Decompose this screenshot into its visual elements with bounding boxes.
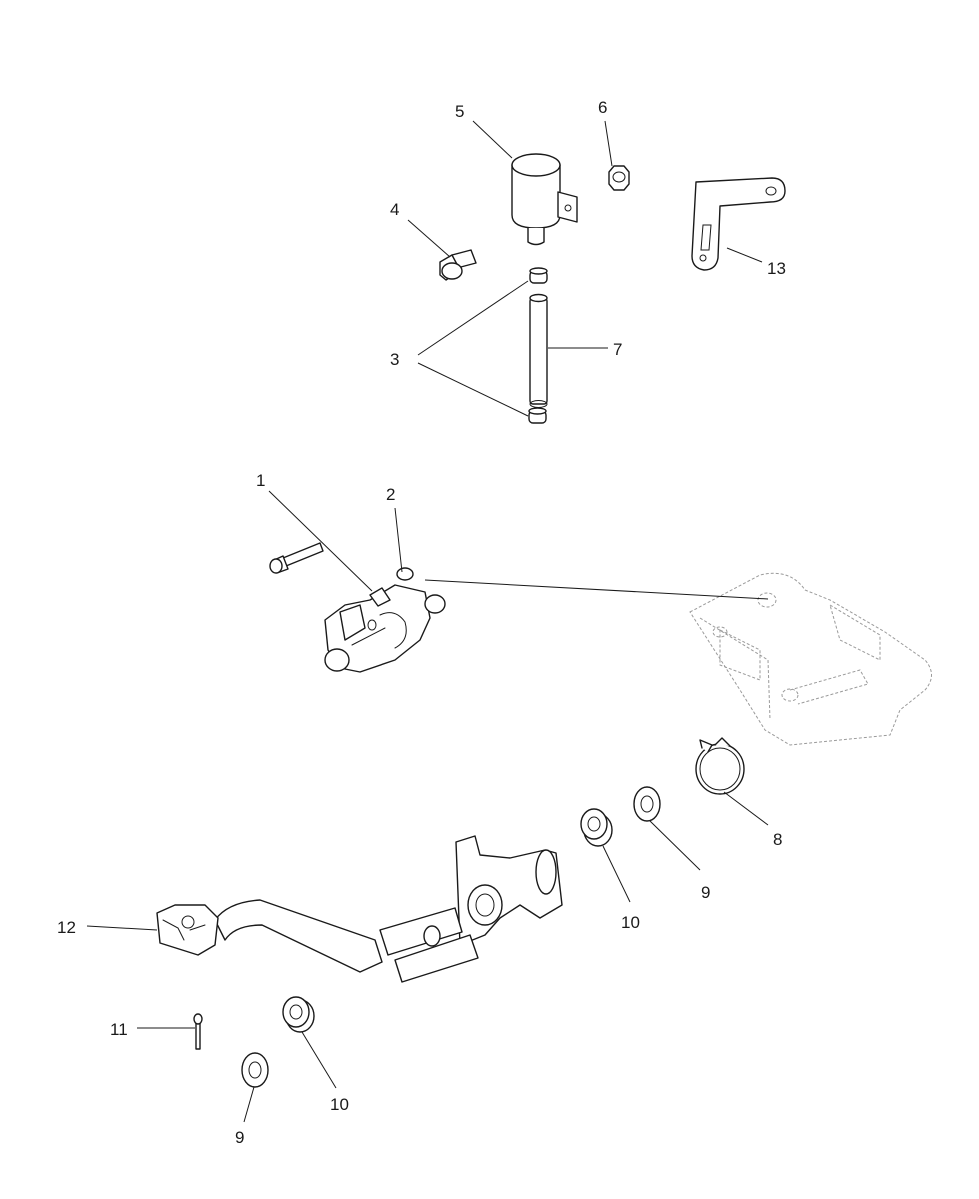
callout-9-upper: 9	[701, 883, 710, 902]
leader-lines	[86, 120, 769, 1123]
callout-5: 5	[455, 102, 464, 121]
leader-9-upper	[649, 820, 701, 871]
leader-4	[407, 219, 451, 258]
hose-clamp-lower	[528, 407, 547, 424]
reservoir-part	[511, 153, 578, 246]
long-bolt-part	[269, 542, 324, 574]
nut-part	[608, 165, 630, 191]
hose-clamp-upper	[529, 267, 548, 284]
bushing-lower	[282, 996, 315, 1033]
brake-pedal-part	[156, 835, 563, 983]
leader-5	[472, 120, 513, 159]
callout-10-upper: 10	[621, 913, 640, 932]
callout-13: 13	[767, 259, 786, 278]
leader-3a	[417, 280, 529, 356]
leader-9-lower	[243, 1086, 255, 1123]
callout-8: 8	[773, 830, 782, 849]
leader-13	[726, 247, 763, 263]
leader-3b	[417, 362, 529, 417]
leader-10-upper	[602, 845, 631, 903]
callout-6: 6	[598, 98, 607, 117]
leader-10-lower	[301, 1031, 337, 1089]
spring-part	[695, 737, 745, 795]
callout-3: 3	[390, 350, 399, 369]
cotter-pin-part	[193, 1013, 203, 1050]
washer-upper	[633, 786, 661, 822]
master-cylinder-part	[324, 567, 446, 673]
bracket-part	[691, 177, 786, 271]
hose-part	[529, 293, 548, 408]
frame-mount-outline	[689, 572, 932, 746]
bushing-upper	[580, 808, 613, 847]
leader-8	[723, 791, 769, 826]
callout-2: 2	[386, 485, 395, 504]
callout-9-lower: 9	[235, 1128, 244, 1147]
callout-10-lower: 10	[330, 1095, 349, 1114]
leader-6	[604, 120, 613, 167]
callout-11: 11	[110, 1020, 128, 1039]
bolt-part	[439, 249, 477, 281]
callout-12: 12	[57, 918, 76, 937]
callout-4: 4	[390, 200, 399, 219]
callout-labels: 5 6 4 13 3 7 1 2 8 9 10 12 11 10 9	[57, 98, 786, 1147]
leader-2	[394, 507, 403, 573]
callout-1: 1	[256, 471, 265, 490]
washer-lower	[241, 1052, 269, 1088]
callout-7: 7	[613, 340, 622, 359]
leader-12	[86, 925, 158, 931]
leader-2-mount	[424, 579, 769, 600]
leader-1	[268, 490, 373, 592]
